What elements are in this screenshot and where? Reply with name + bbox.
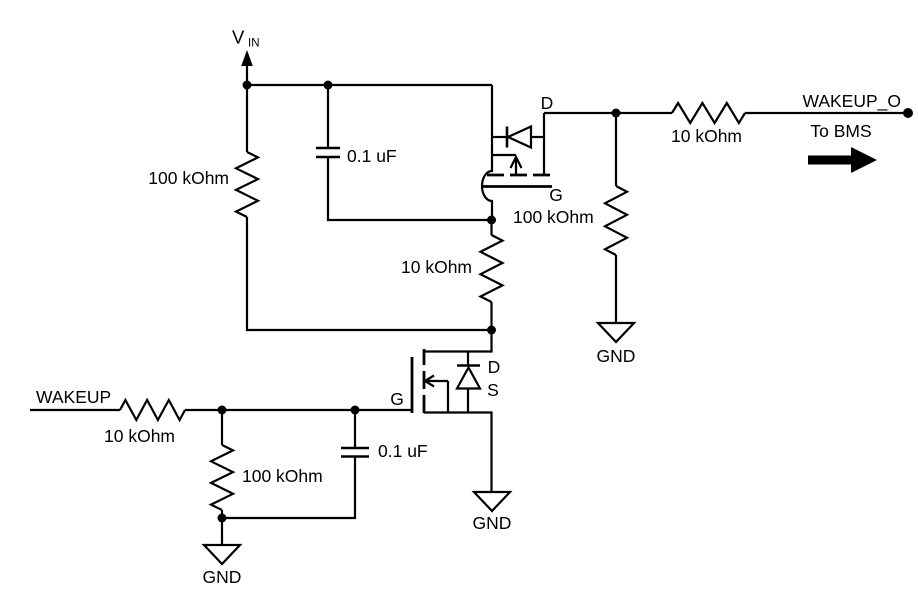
pmos-body-arrow-icon [509, 154, 523, 169]
vin-net-label: V [232, 27, 245, 48]
input-pulldown-value: 100 kOhm [242, 466, 323, 486]
nmos-source-label: S [487, 380, 499, 400]
input-cap-value: 0.1 uF [378, 441, 428, 461]
gnd-label-input: GND [203, 567, 242, 587]
gnd-triangle-icon [595, 321, 637, 344]
vin-pullup-value: 100 kOhm [148, 168, 229, 188]
wakeup-input-network [30, 397, 412, 566]
nmos-body-bar [424, 379, 450, 413]
output-terminal-dot [903, 108, 913, 118]
resistor-zigzag [119, 397, 186, 423]
nmos-transistor [410, 330, 513, 513]
gnd-label-nmos: GND [473, 513, 512, 533]
pmos-transistor [480, 85, 552, 225]
pmos-body-diode-triangle [505, 124, 533, 150]
gnd-triangle-icon [471, 490, 513, 513]
nmos-body-diode-triangle [455, 365, 482, 390]
pmos-gate-resistor-value: 10 kOhm [401, 257, 472, 277]
gnd-label-output: GND [597, 346, 636, 366]
gnd-symbol-output [595, 321, 637, 344]
gnd-symbol-nmos [471, 490, 513, 513]
vin-net-subscript: IN [248, 38, 260, 50]
vin-arrow-icon [241, 50, 253, 66]
resistor-lead-wire [245, 217, 492, 332]
resistor-zigzag [233, 151, 261, 218]
input-series-value: 10 kOhm [104, 426, 175, 446]
nmos-body-arrow-icon [422, 374, 435, 388]
output-net-label: WAKEUP_O [802, 91, 901, 112]
pmos-gate-label: G [549, 185, 563, 205]
vin-pullup-resistor [233, 85, 492, 332]
resistor-zigzag [208, 444, 236, 511]
resistor-zigzag [602, 185, 630, 256]
cap-lead-wire [326, 157, 492, 222]
nmos-drain-wire [424, 330, 493, 353]
resistor-zigzag [478, 234, 505, 303]
gnd-triangle-icon [201, 543, 243, 566]
cap-lead-wire [222, 456, 357, 520]
output-series-value: 10 kOhm [671, 126, 742, 146]
pmos-gate-capacitor [316, 85, 492, 222]
gnd-symbol-input [201, 543, 243, 566]
pmos-drain-label: D [541, 93, 554, 113]
output-network [544, 100, 913, 344]
to-bms-arrow-icon [808, 147, 877, 173]
pmos-gate-cap-value: 0.1 uF [347, 146, 397, 166]
nmos-source-wire [424, 411, 493, 492]
nmos-drain-label: D [488, 357, 501, 377]
pmos-gate-series-resistor [478, 220, 505, 335]
resistor-zigzag [671, 100, 746, 126]
input-net-label: WAKEUP [36, 387, 111, 407]
output-destination-label: To BMS [810, 121, 871, 141]
nmos-gate-label: G [390, 389, 404, 409]
vin-power-rail [241, 50, 492, 90]
pmos-source-wire-hop [480, 85, 494, 220]
output-pulldown-value: 100 kOhm [513, 207, 594, 227]
